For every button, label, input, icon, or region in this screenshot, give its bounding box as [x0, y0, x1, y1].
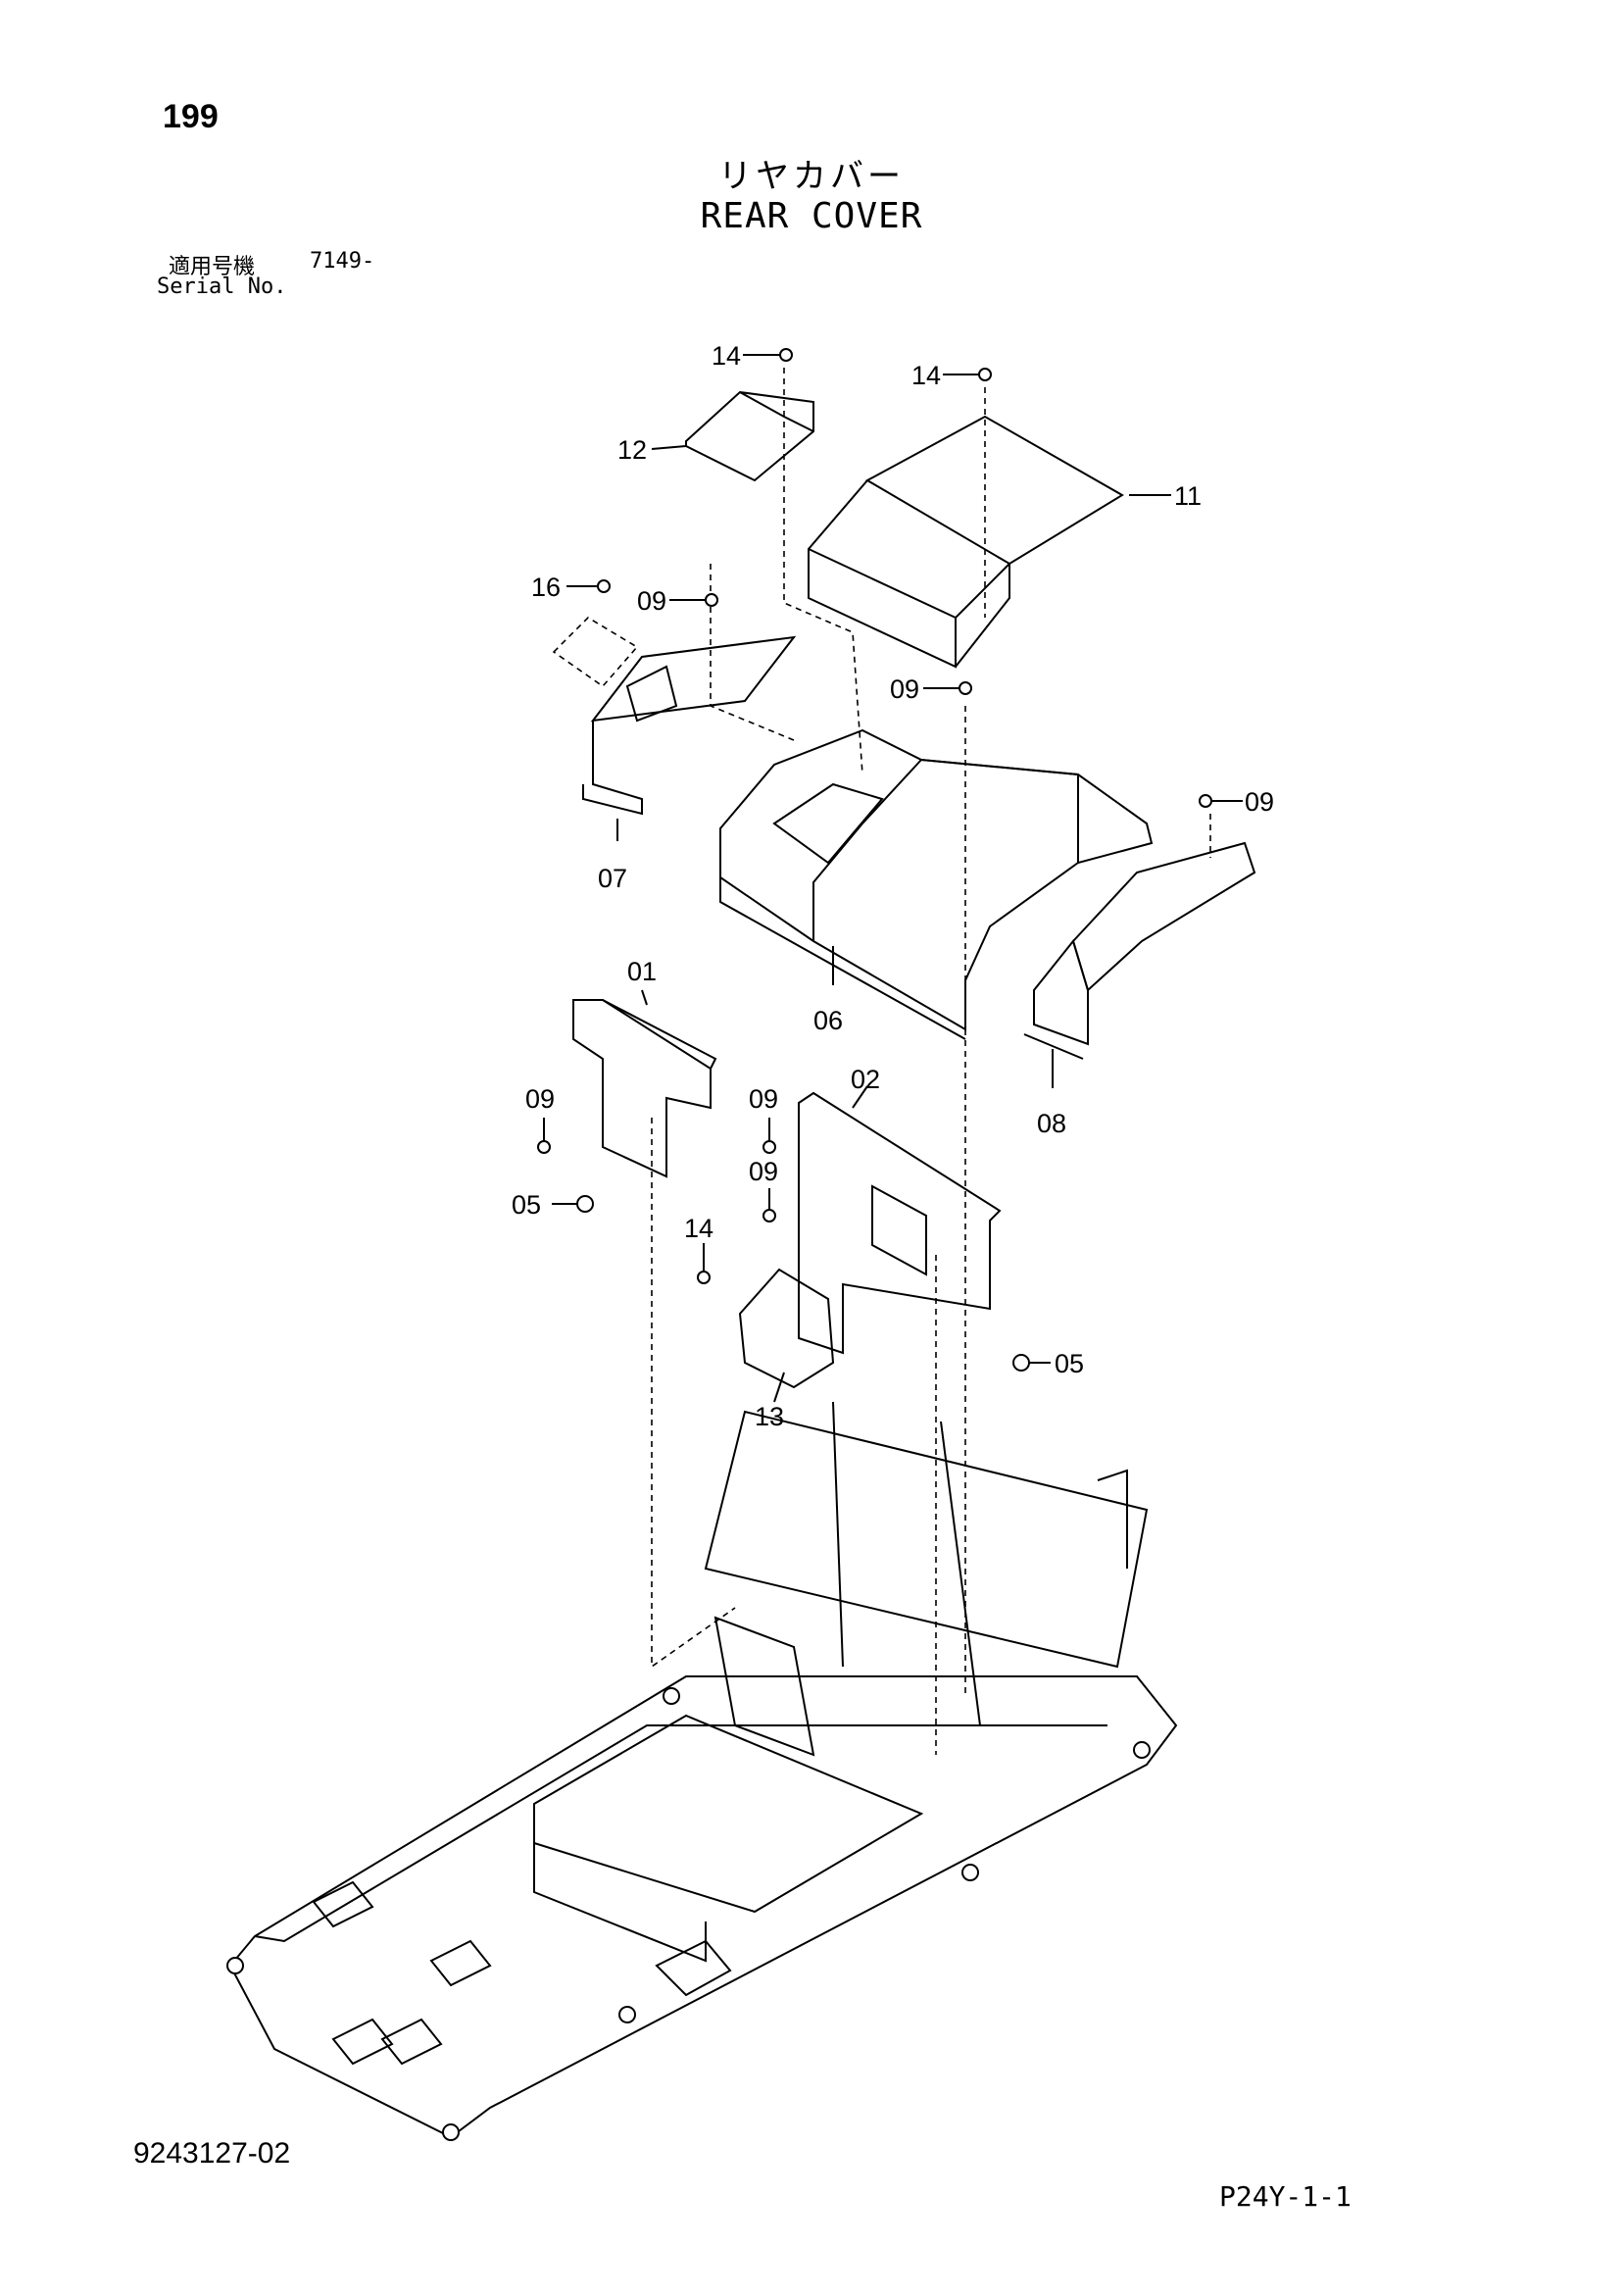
- callout-labels: 14 14 12 11 16 09 09 09 07 06 08 01 09 0…: [512, 341, 1274, 1431]
- callout-13: 13: [755, 1402, 784, 1431]
- callout-09-mid-left: 09: [525, 1084, 555, 1114]
- callout-14-middle: 14: [684, 1214, 713, 1243]
- callout-02: 02: [851, 1065, 880, 1094]
- serial-label-japanese: 適用号機: [169, 255, 256, 279]
- part-02-middle-cover: [798, 1091, 1002, 1355]
- page-number: 199: [163, 98, 219, 135]
- callout-06: 06: [813, 1006, 843, 1035]
- part-13-cover-plate: [738, 1268, 835, 1389]
- sheet-reference: P24Y-1-1: [1219, 2180, 1352, 2213]
- part-11-top-cover: [808, 415, 1124, 669]
- title-english: REAR COVER: [700, 196, 923, 236]
- callout-09-upper-left: 09: [637, 586, 666, 616]
- base-frame: [226, 1401, 1178, 2141]
- callout-12: 12: [617, 435, 647, 465]
- callout-11: 11: [1174, 481, 1202, 511]
- assembly-guide-lines: [651, 368, 1211, 1755]
- callout-09-upper-center: 09: [890, 674, 919, 704]
- serial-label-english: Serial No.: [157, 275, 287, 299]
- callout-08: 08: [1037, 1109, 1066, 1138]
- part-12-plate: [685, 390, 814, 482]
- callout-01: 01: [627, 957, 657, 986]
- title-japanese: リヤカバー: [718, 157, 905, 196]
- callout-05-right: 05: [1055, 1349, 1084, 1378]
- leader-lines: [543, 354, 1243, 1403]
- callout-09-mid-center: 09: [749, 1084, 778, 1114]
- part-06-main-cover: [719, 728, 1154, 1040]
- part-08-bracket: [1023, 841, 1256, 1060]
- part-07-bracket: [582, 635, 797, 816]
- callout-09-upper-right: 09: [1245, 787, 1274, 817]
- callout-09-lower-center: 09: [749, 1157, 778, 1186]
- part-01-left-cover: [572, 999, 717, 1178]
- callout-05-left: 05: [512, 1190, 541, 1220]
- callout-16: 16: [531, 573, 561, 602]
- fasteners: [537, 348, 1212, 1372]
- callout-14-top-right: 14: [911, 361, 941, 390]
- part-16-pad: [552, 616, 639, 688]
- drawing-number: 9243127-02: [133, 2137, 291, 2170]
- callout-07: 07: [598, 864, 627, 893]
- serial-value: 7149-: [310, 249, 375, 274]
- callout-14-top-left: 14: [712, 341, 741, 371]
